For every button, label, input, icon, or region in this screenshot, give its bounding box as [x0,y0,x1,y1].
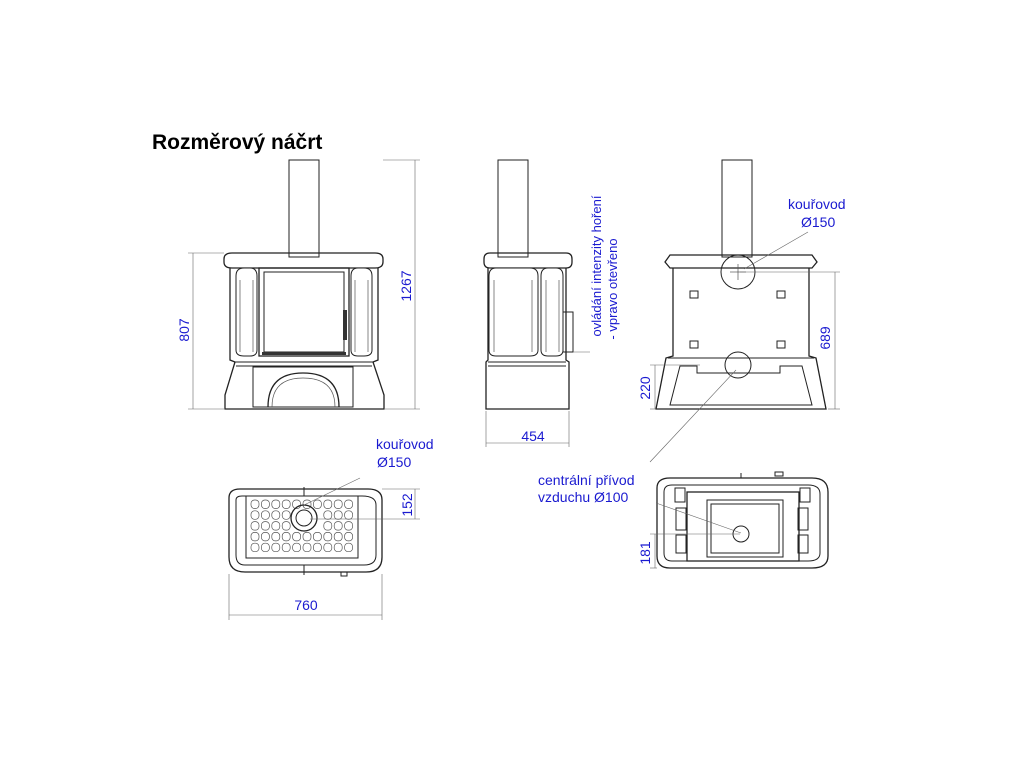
top-flue-outlet [290,504,318,532]
grill-hole [250,542,260,553]
side-top-plate [483,252,573,269]
grill-hole [333,521,343,531]
bottom-outline [656,477,829,569]
combustion-control [562,311,574,353]
grill-hole [261,532,270,542]
back-top-plate [664,254,818,269]
top-outline [228,488,383,573]
grill-hole [323,542,333,553]
grill-hole [313,542,322,553]
front-top-plate [223,252,384,269]
grill-hole [271,532,281,542]
grill-hole [271,542,281,553]
dim-454: 454 [521,428,545,444]
grill-hole [281,510,291,520]
grill-hole [344,542,353,553]
page-title: Rozměrový náčrt [152,131,323,154]
grill-hole [261,499,270,509]
grill-hole [250,521,260,531]
bottom-frame [686,491,800,562]
air-supply-label-line2: vzduchu Ø100 [538,489,628,505]
dim-760: 760 [294,597,318,613]
dim-689: 689 [817,326,833,350]
grill-hole [333,510,343,520]
flue-back-label-line2: Ø150 [801,214,835,230]
top-grill [245,495,359,559]
dim-152: 152 [399,493,415,517]
front-ash-panel [252,366,354,408]
grill-hole [250,510,260,520]
flue-top-label-line1: kouřovod [376,436,434,452]
grill-holes [250,499,353,553]
front-door [258,267,350,357]
air-supply-label-line1: centrální přívod [538,472,635,488]
grill-hole [292,532,301,542]
grill-hole [281,499,291,509]
grill-hole [250,532,260,542]
back-flue-pipe [721,159,753,258]
front-arch [267,372,340,408]
front-view [188,159,420,410]
front-door-glass [263,271,345,353]
front-right-side-glass [350,267,373,357]
side-view [483,159,590,447]
front-flue-pipe [288,159,320,258]
back-view [649,159,840,463]
grill-hole [302,532,312,542]
dim-1267: 1267 [398,270,414,301]
grill-hole [323,510,333,520]
grill-hole [250,499,260,509]
side-body-outline [485,268,570,410]
grill-hole [313,532,322,542]
flue-back-label-line1: kouřovod [788,196,846,212]
grill-hole [313,499,322,509]
grill-hole [292,542,301,553]
back-body-outline [655,268,827,410]
bottom-view [650,471,829,569]
grill-hole [344,532,353,542]
grill-hole [281,521,291,531]
top-view [228,477,420,620]
grill-hole [323,521,333,531]
grill-hole [302,499,312,509]
dim-807: 807 [176,318,192,342]
dim-181: 181 [637,541,653,565]
grill-hole [261,542,270,553]
front-left-side-glass [235,267,258,357]
grill-hole [302,542,312,553]
dim-220: 220 [637,376,653,400]
side-glass-right [540,267,564,357]
flue-top-label-line2: Ø150 [377,454,411,470]
grill-hole [261,510,270,520]
door-handle [343,310,347,340]
grill-hole [344,499,353,509]
front-body-outline [224,268,385,410]
grill-hole [261,521,270,531]
side-glass-left [488,267,539,357]
grill-hole [292,499,301,509]
grill-hole [333,532,343,542]
back-air-inlet [724,351,752,379]
grill-hole [271,521,281,531]
side-flue-pipe [497,159,529,258]
control-label-line1: ovládání intenzity hoření [589,195,604,336]
grill-hole [323,532,333,542]
grill-hole [333,542,343,553]
grill-hole [281,532,291,542]
grill-hole [333,499,343,509]
control-label-line2: - vpravo otevřeno [605,238,620,339]
grill-hole [344,521,353,531]
grill-hole [344,510,353,520]
back-base [669,365,813,406]
grill-hole [271,510,281,520]
grill-hole [281,542,291,553]
grill-hole [323,499,333,509]
grill-hole [271,499,281,509]
